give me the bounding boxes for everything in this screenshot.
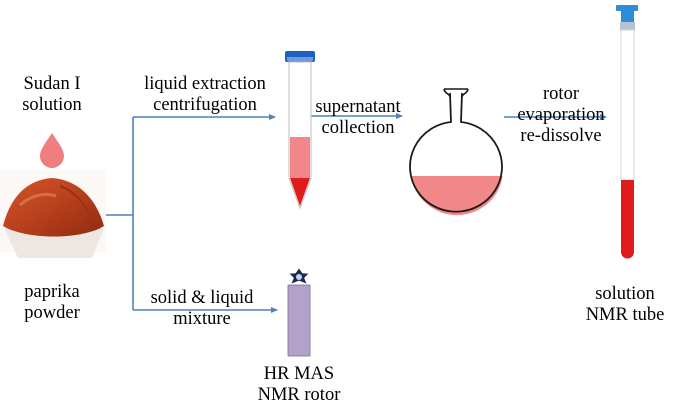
mas-rotor-icon xyxy=(287,267,311,357)
centrifuge-tube-icon xyxy=(285,51,315,210)
round-flask-icon xyxy=(409,88,503,216)
sudan-label-line1: Sudan I xyxy=(23,74,81,94)
nmr-tube-label: solution NMR tube xyxy=(575,284,675,326)
evaporation-label-line1: rotor xyxy=(543,84,579,104)
evaporation-label-line2: evaporation xyxy=(517,105,605,125)
rotor-label-line1: HR MAS xyxy=(263,364,335,384)
sudan-label-line2: solution xyxy=(22,95,82,115)
nmr-tube-label-line2: NMR tube xyxy=(585,305,665,325)
paprika-powder-image xyxy=(0,170,106,258)
droplet-icon xyxy=(40,133,64,168)
sudan-label: Sudan I solution xyxy=(0,74,104,116)
mixture-label-line2: mixture xyxy=(173,309,231,329)
extraction-label-line1: liquid extraction xyxy=(144,74,266,94)
extraction-label-line2: centrifugation xyxy=(153,95,257,115)
supernatant-label-line2: collection xyxy=(321,118,395,138)
paprika-label-line2: powder xyxy=(24,303,80,323)
evaporation-label-line3: re-dissolve xyxy=(520,126,602,146)
supernatant-label-line1: supernatant xyxy=(315,97,401,117)
rotor-label: HR MAS NMR rotor xyxy=(244,364,354,406)
mixture-label: solid & liquid mixture xyxy=(136,288,268,330)
extraction-label: liquid extraction centrifugation xyxy=(130,74,280,116)
rotor-label-line2: NMR rotor xyxy=(257,385,341,405)
supernatant-label: supernatant collection xyxy=(310,97,406,139)
paprika-label-line1: paprika xyxy=(24,282,80,302)
nmr-tube-label-line1: solution xyxy=(595,284,655,304)
mixture-label-line1: solid & liquid xyxy=(150,288,254,308)
nmr-tube-icon xyxy=(616,5,638,259)
branch-arrows xyxy=(106,113,607,313)
paprika-label: paprika powder xyxy=(0,282,104,324)
evaporation-label: rotor evaporation re-dissolve xyxy=(506,84,616,147)
